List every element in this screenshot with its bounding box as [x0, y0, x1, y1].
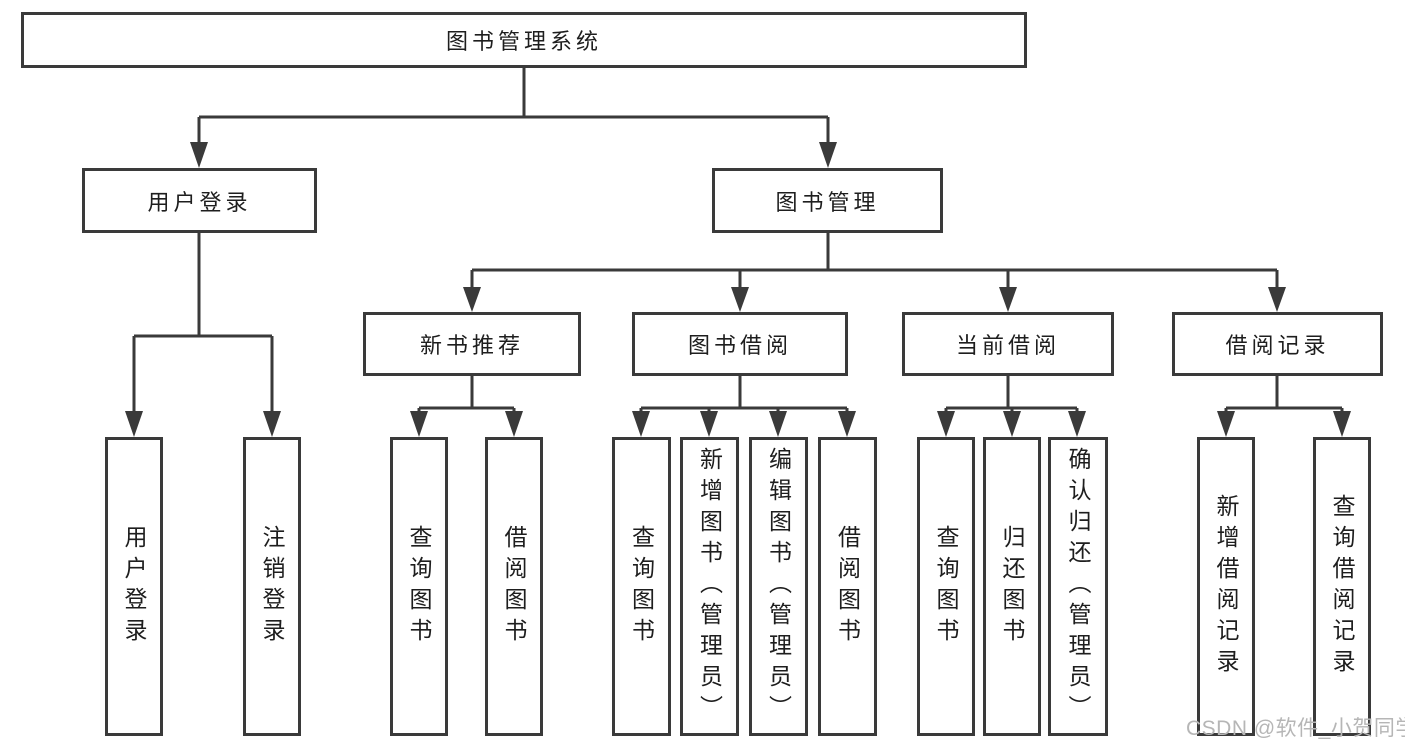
csdn-watermark: CSDN @软件_小贺同学	[1186, 717, 1405, 740]
leaf-borrow-books-recommend: 借阅图书	[485, 437, 543, 736]
leaf-add-book-admin: 新增图书（管理员）	[680, 437, 739, 736]
node-book-borrowing: 图书借阅	[632, 312, 848, 376]
connector-records-to-leaves	[1217, 376, 1351, 437]
leaf-query-books-borrowing: 查询图书	[612, 437, 671, 736]
node-root: 图书管理系统	[21, 12, 1027, 68]
connector-recommend-to-leaves	[410, 376, 523, 437]
connector-current-to-leaves	[937, 376, 1086, 437]
leaf-user-login: 用户登录	[105, 437, 163, 736]
connector-borrowing-to-leaves	[632, 376, 856, 437]
connector-management-to-level3	[463, 233, 1286, 312]
node-current-borrowing: 当前借阅	[902, 312, 1114, 376]
node-new-book-recommend: 新书推荐	[363, 312, 581, 376]
leaf-query-books-current: 查询图书	[917, 437, 975, 736]
leaf-query-books-recommend: 查询图书	[390, 437, 448, 736]
node-borrowing-records: 借阅记录	[1172, 312, 1383, 376]
node-user-login: 用户登录	[82, 168, 317, 233]
leaf-logout: 注销登录	[243, 437, 301, 736]
leaf-add-borrow-record: 新增借阅记录	[1197, 437, 1255, 736]
connector-login-to-leaves	[125, 233, 281, 437]
connector-root-to-level2	[190, 68, 837, 168]
leaf-query-borrow-record: 查询借阅记录	[1313, 437, 1371, 736]
node-book-management: 图书管理	[712, 168, 943, 233]
leaf-borrow-books-borrowing: 借阅图书	[818, 437, 877, 736]
leaf-return-book: 归还图书	[983, 437, 1041, 736]
leaf-edit-book-admin: 编辑图书（管理员）	[749, 437, 808, 736]
leaf-confirm-return-admin: 确认归还（管理员）	[1048, 437, 1108, 736]
